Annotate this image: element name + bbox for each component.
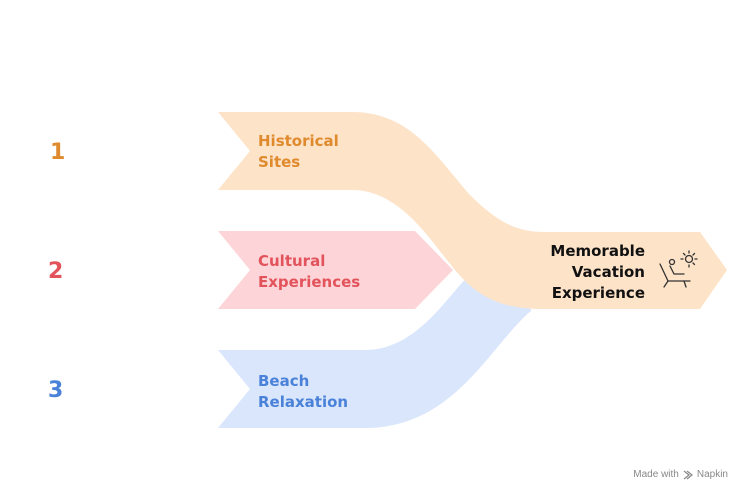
label-beach-relaxation-line2: Relaxation — [258, 393, 349, 411]
label-beach-relaxation: Beach Relaxation — [258, 371, 348, 413]
label-beach-relaxation-line1: Beach — [258, 372, 310, 390]
label-historical-sites-line2: Sites — [258, 153, 301, 171]
band-beach-relaxation — [218, 270, 532, 428]
outcome-line2: Vacation — [571, 263, 645, 281]
napkin-brand-text: Napkin — [696, 469, 728, 480]
outcome-line3: Experience — [551, 284, 645, 302]
outcome-label: Memorable Vacation Experience — [550, 241, 645, 304]
band-cultural-experiences — [218, 231, 453, 309]
made-with-text: Made with — [633, 469, 679, 480]
napkin-logo-icon — [683, 470, 693, 479]
band-historical-sites — [218, 112, 727, 309]
napkin-watermark: Made with Napkin — [633, 469, 728, 480]
sunbather-icon — [659, 250, 698, 288]
label-historical-sites-line1: Historical — [258, 132, 339, 150]
label-cultural-experiences-line2: Experiences — [258, 273, 361, 291]
step-number-3: 3 — [48, 378, 64, 403]
outcome-line1: Memorable — [550, 242, 645, 260]
step-number-1: 1 — [50, 140, 66, 165]
label-cultural-experiences-line1: Cultural — [258, 252, 326, 270]
label-historical-sites: Historical Sites — [258, 131, 339, 173]
label-cultural-experiences: Cultural Experiences — [258, 251, 360, 293]
step-number-2: 2 — [48, 259, 64, 284]
